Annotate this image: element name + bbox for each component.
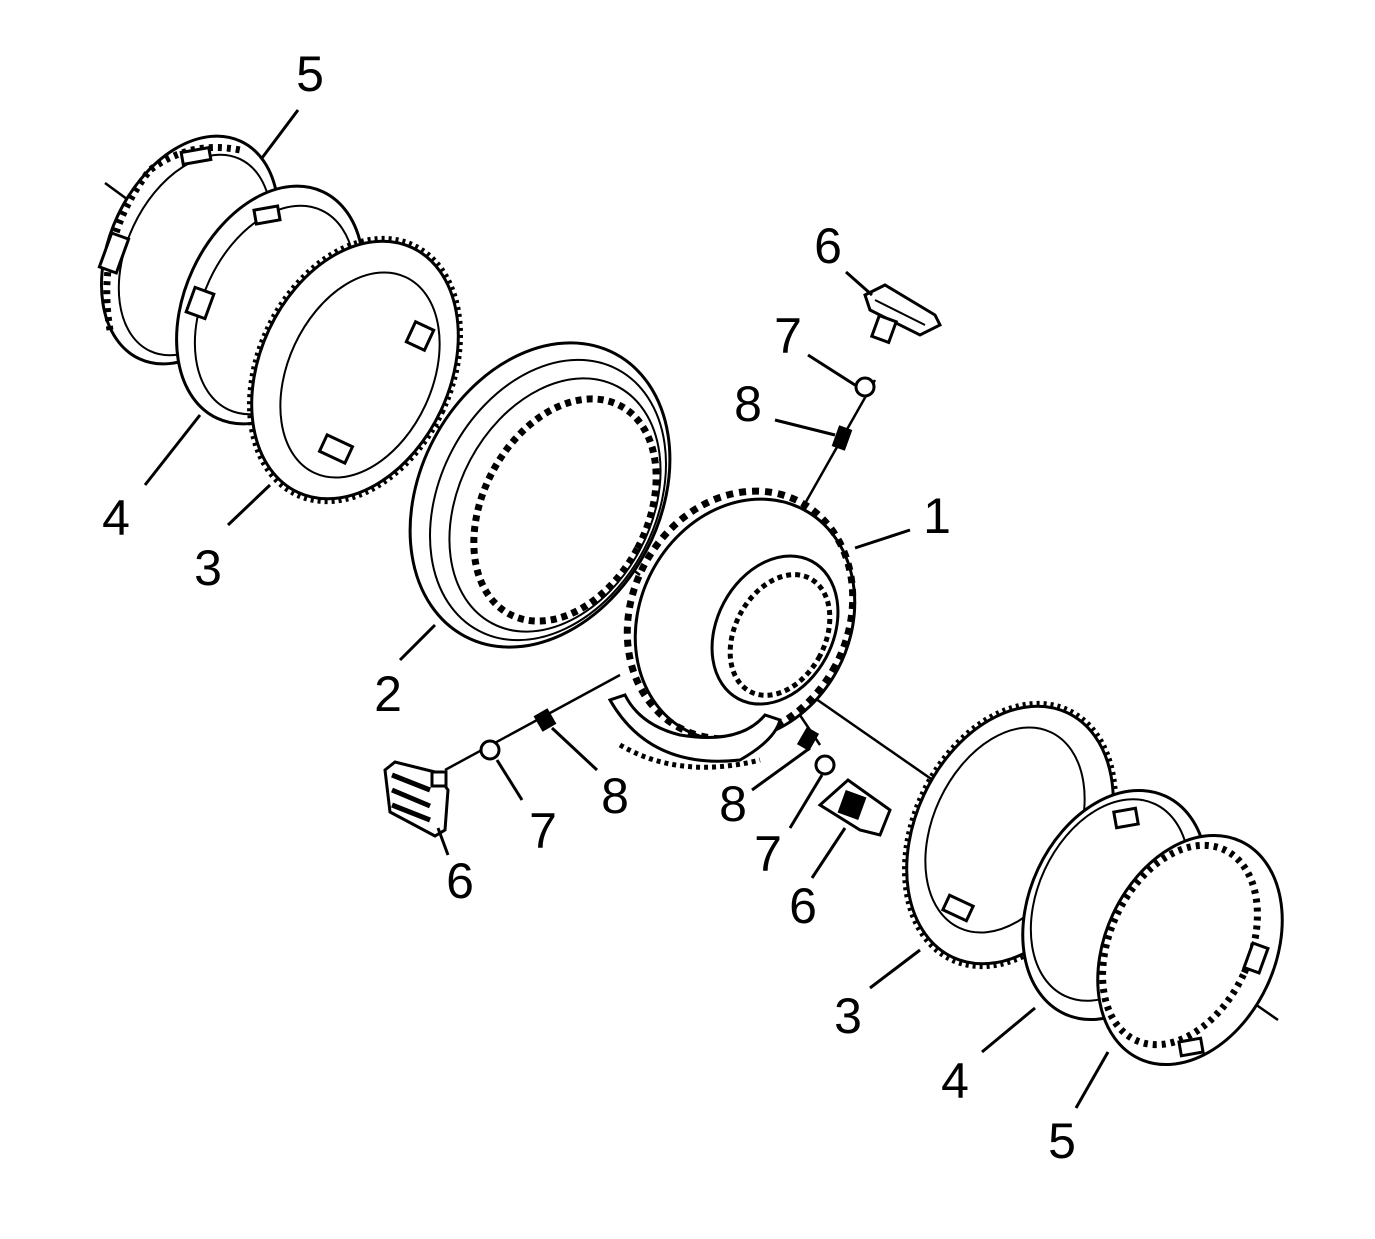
label-8-right: 8 — [719, 776, 747, 832]
label-5-top: 5 — [296, 46, 324, 102]
ball-left — [479, 739, 501, 761]
label-6-right: 6 — [789, 878, 817, 934]
label-7-left: 7 — [529, 803, 557, 859]
label-5-bottom: 5 — [1048, 1113, 1076, 1169]
label-7-right: 7 — [754, 826, 782, 882]
spring-right — [796, 726, 820, 752]
callout-labels: 1 2 3 3 4 4 5 5 6 6 6 7 7 7 8 8 8 — [102, 46, 1076, 1169]
ball-top — [854, 376, 876, 398]
spring-left — [533, 708, 557, 732]
label-3-right: 3 — [834, 988, 862, 1044]
label-1: 1 — [923, 488, 951, 544]
label-8-left: 8 — [601, 768, 629, 824]
label-6-top: 6 — [814, 218, 842, 274]
synchronizer-hub — [607, 487, 857, 770]
strut-right — [817, 778, 892, 837]
label-2: 2 — [374, 666, 402, 722]
label-3-left: 3 — [194, 540, 222, 596]
label-7-top: 7 — [774, 308, 802, 364]
label-4-right: 4 — [941, 1053, 969, 1109]
blocker-ring-bottom-right — [1096, 833, 1284, 1067]
strut-top — [863, 283, 943, 345]
spring-top — [831, 425, 853, 451]
strut-left — [383, 760, 450, 838]
label-4-left: 4 — [102, 490, 130, 546]
label-8-top: 8 — [734, 376, 762, 432]
ball-right — [814, 754, 836, 776]
synchronizer-sleeve — [408, 341, 672, 649]
leader-lines — [143, 109, 1110, 1109]
sync-ring-top-left — [247, 235, 463, 505]
label-6-left: 6 — [446, 853, 474, 909]
